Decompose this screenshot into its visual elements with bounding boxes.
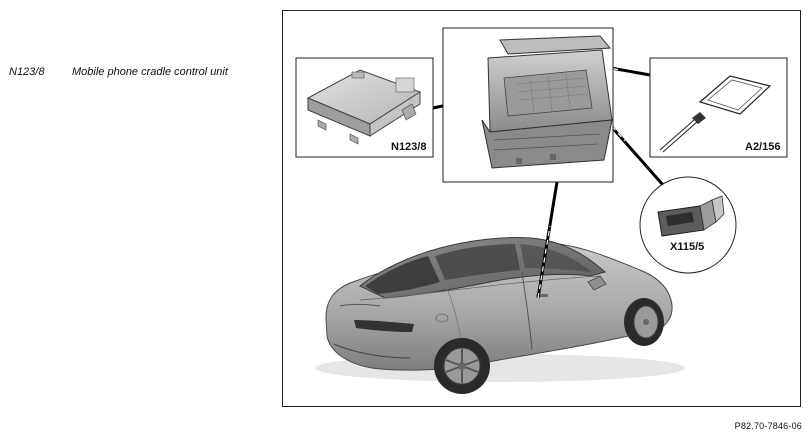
legend-description: Mobile phone cradle control unit — [72, 66, 228, 78]
usb-socket — [657, 195, 725, 237]
legend-code: N123/8 — [9, 66, 45, 78]
car — [315, 237, 685, 394]
callout-n123-8: N123/8 — [391, 141, 427, 153]
callout-x115-5: X115/5 — [670, 241, 705, 253]
front-wheel — [624, 298, 664, 346]
antenna-module — [659, 75, 772, 153]
callout-a2-156: A2/156 — [745, 141, 781, 153]
control-unit-module — [306, 69, 422, 145]
rear-wheel — [434, 338, 490, 394]
figure-reference-number: P82.70-7846-06 — [734, 421, 802, 431]
phone-cradle-tray — [481, 35, 613, 169]
